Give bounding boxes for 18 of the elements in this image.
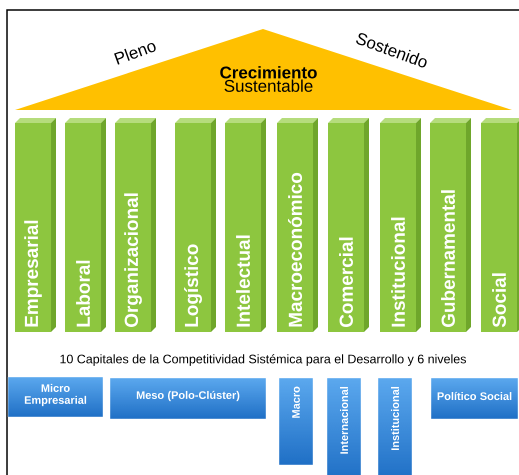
level-box: Macro [278,378,314,466]
pillar: Intelectual [225,118,266,332]
roof-label: Pleno [114,42,156,65]
pillar: Institucional [380,118,421,332]
caption-text: 10 Capitales de la Competitividad Sistémica para el Desarrollo y 6 niveles [60,354,466,366]
pillar: Social [481,118,519,332]
level-box: Político Social [430,378,518,420]
level-box: Institucional [378,378,412,475]
pillar: Macroeconómico [277,118,318,332]
pillar: Gubernamental [430,118,471,332]
level-box: Micro Empresarial [8,376,104,418]
pillar: Logístico [175,118,216,332]
pillar: Laboral [65,118,106,332]
level-box: Meso (Polo-Clúster) [110,378,266,420]
level-box: Internacional [326,378,362,475]
pillar: Comercial [328,118,369,332]
pillar: Empresarial [15,118,56,332]
pillar: Organizacional [115,118,156,332]
